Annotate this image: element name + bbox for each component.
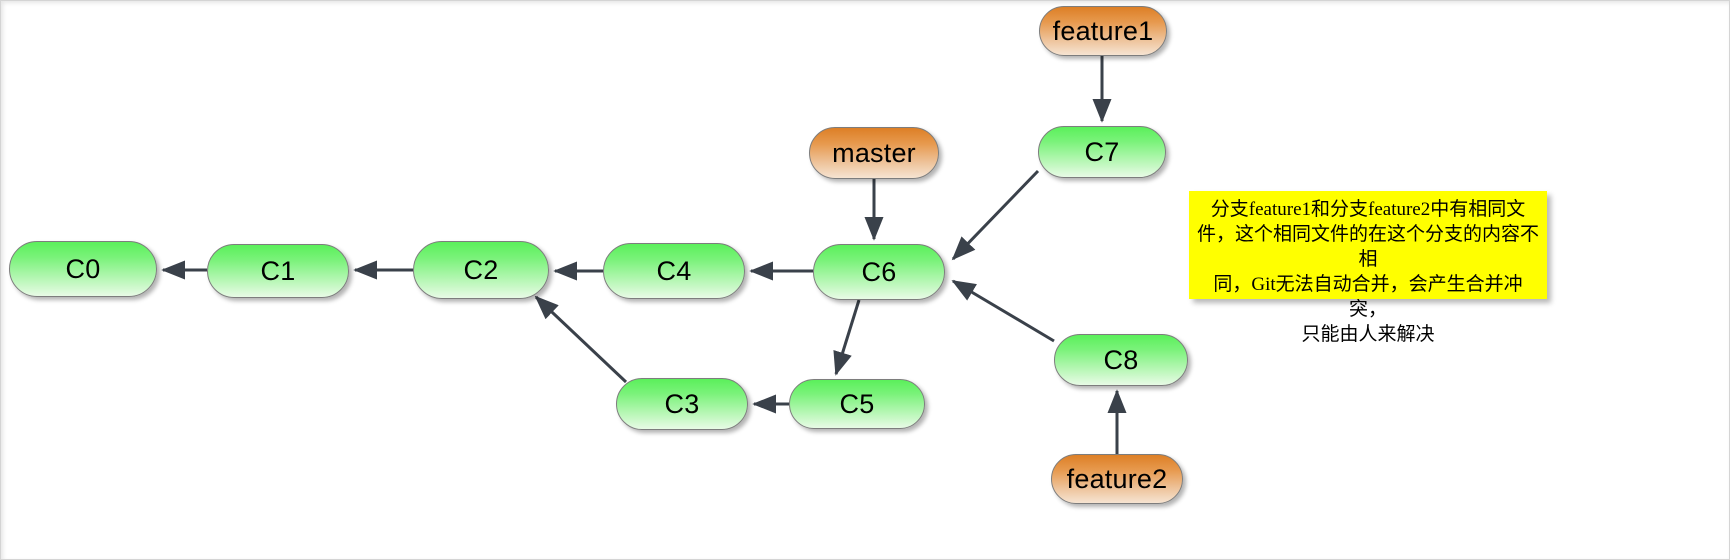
commit-node-c3[interactable]: C3 — [616, 378, 748, 430]
commit-node-c0[interactable]: C0 — [9, 241, 157, 297]
commit-node-c1[interactable]: C1 — [207, 244, 349, 298]
edge-c6-to-c5 — [833, 299, 861, 376]
edge-c3-to-c2 — [534, 295, 628, 384]
edge-c7-to-c6 — [951, 169, 1040, 261]
branch-node-master[interactable]: master — [809, 127, 939, 179]
branch-node-feature1[interactable]: feature1 — [1039, 6, 1167, 56]
branch-node-feature2[interactable]: feature2 — [1051, 454, 1183, 504]
commit-node-c4[interactable]: C4 — [603, 243, 745, 299]
commit-node-c7[interactable]: C7 — [1038, 126, 1166, 178]
conflict-note-line: 件，这个相同文件的在这个分支的内容不相 — [1197, 224, 1540, 270]
conflict-note: 分支feature1和分支feature2中有相同文件，这个相同文件的在这个分支… — [1189, 191, 1547, 345]
conflict-note-line: 分支feature1和分支feature2中有相同文 — [1210, 199, 1526, 220]
commit-node-c6[interactable]: C6 — [813, 244, 945, 300]
conflict-note-line: 同，Git无法自动合并，会产生合并冲突， — [1213, 274, 1523, 320]
commit-node-c8[interactable]: C8 — [1054, 334, 1188, 386]
conflict-note-line: 只能由人来解决 — [1301, 324, 1435, 345]
commit-node-c5[interactable]: C5 — [789, 379, 925, 429]
edge-c8-to-c6 — [951, 279, 1055, 343]
commit-node-c2[interactable]: C2 — [413, 241, 549, 299]
